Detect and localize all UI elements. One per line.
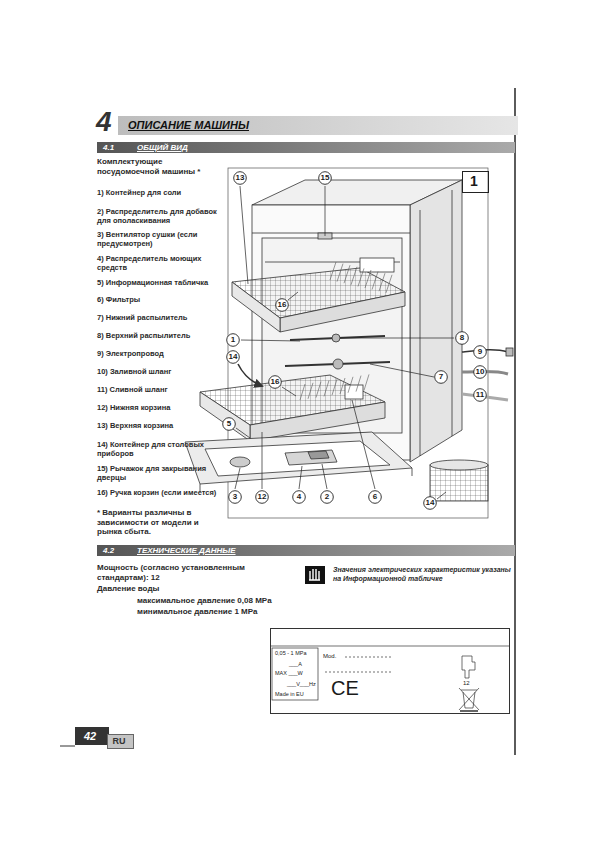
callout-number: 15	[318, 171, 332, 185]
callout-number: 10	[473, 365, 487, 379]
leader-lines	[235, 186, 454, 499]
spec-text: минимальное давление 1 MPa	[137, 607, 287, 617]
callout-number: 12	[255, 490, 269, 504]
parts-list-item: 1) Контейнер для соли	[97, 188, 219, 197]
callout-number: 16	[275, 298, 289, 312]
language-tab: RU	[107, 734, 134, 749]
section-number: 4	[96, 108, 112, 136]
section-heading-band: ОПИСАНИЕ МАШИНЫ	[118, 116, 518, 135]
callout-number: 3	[228, 490, 242, 504]
callout-number: 11	[473, 388, 487, 402]
node-text: 4.2	[103, 545, 114, 556]
rack-tines	[300, 262, 392, 400]
callout-number: 5	[222, 417, 236, 431]
callout-number: 11	[473, 388, 487, 402]
warning-hand-icon	[305, 566, 325, 584]
callout-number: 16	[268, 375, 282, 389]
list-heading: Комплектующие посудомоечной машины *	[97, 157, 209, 176]
parts-list-item: 6) Фильтры	[97, 295, 219, 304]
figure-number-box: 1	[462, 171, 489, 193]
parts-list-item: 12) Нижняя корзина	[97, 403, 219, 412]
callout-number: 8	[455, 331, 469, 345]
callout-number: 7	[434, 370, 448, 384]
callout-number: 13	[233, 171, 247, 185]
dishwasher-body	[185, 180, 513, 501]
rating-plate: 0,05 - 1 MPaMod. ___A MAX ___W ___V___HzMad…	[270, 628, 510, 714]
callout-number: 2	[320, 490, 334, 504]
node-text: ___V___Hz	[287, 681, 316, 687]
callout-number: 9	[473, 345, 487, 359]
node-text: Made in EU	[275, 691, 304, 697]
node-text: RU	[108, 735, 130, 748]
callout-number: 12	[255, 490, 269, 504]
callout-number: 16	[275, 298, 289, 312]
callout-number: 2	[320, 490, 334, 504]
callout-number: 8	[455, 331, 469, 345]
node-text: 12	[463, 680, 470, 687]
subsection-band: 4.2 ТЕХНИЧЕСКИЕ ДАННЫЕ	[97, 545, 515, 556]
page-rule	[60, 746, 75, 747]
callout-number: 14	[226, 350, 240, 364]
parts-list-item: 10) Заливной шланг	[97, 367, 219, 376]
parts-list-item: 11) Сливной шланг	[97, 385, 219, 394]
callout-number: 3	[228, 490, 242, 504]
parts-list-item: 13) Верхняя корзина	[97, 421, 219, 430]
callout-number: 6	[368, 490, 382, 504]
spec-text: Давление воды	[97, 584, 267, 594]
warning-hand-icon	[309, 569, 320, 580]
callout-number: 16	[268, 375, 282, 389]
node-text: MAX ___W	[275, 670, 303, 676]
parts-list-item: 2) Распределитель для добавок для ополас…	[97, 207, 219, 225]
node-text: ТЕХНИЧЕСКИЕ ДАННЫЕ	[137, 545, 236, 556]
callout-number: 9	[473, 345, 487, 359]
callout-number: 4	[292, 490, 306, 504]
callout-number: 15	[318, 171, 332, 185]
node-text: ОПИСАНИЕ МАШИНЫ	[128, 116, 249, 135]
callout-number: 1	[226, 333, 240, 347]
callout-number: 13	[233, 171, 247, 185]
parts-list-item: 16) Ручка корзин (если имеется)	[97, 488, 219, 497]
parts-list-item: 9) Электропровод	[97, 349, 219, 358]
spec-text: Мощность (согласно установленным стандар…	[97, 563, 267, 582]
node-text: 4.1	[103, 142, 114, 153]
callout-number: 5	[222, 417, 236, 431]
callout-number: 4	[292, 490, 306, 504]
callout-number: 14	[226, 350, 240, 364]
callout-number: 1	[226, 333, 240, 347]
node-text: ОБЩИЙ ВИД	[137, 142, 188, 153]
callout-number: 6	[368, 490, 382, 504]
node-text: ___A	[289, 661, 302, 667]
page-rail	[514, 88, 516, 755]
callout-number: 14	[423, 496, 437, 510]
node-text: CE	[331, 677, 359, 700]
node-text: 1	[463, 172, 485, 191]
parts-list-item: 7) Нижний распылитель	[97, 313, 219, 322]
parts-list-item: 14) Контейнер для столовых приборов	[97, 440, 219, 458]
callout-number: 7	[434, 370, 448, 384]
warning-note: Значения электрических характеристик ука…	[333, 566, 511, 583]
node-text: 0,05 - 1 MPa	[275, 650, 307, 656]
parts-list-item: 8) Верхний распылитель	[97, 331, 219, 340]
node-text: Mod.	[323, 653, 336, 660]
callout-number: 14	[423, 496, 437, 510]
spec-text: максимальное давление 0,08 MPa	[137, 596, 287, 606]
page-number-box: 42	[75, 727, 109, 745]
subsection-band: 4.1 ОБЩИЙ ВИД	[97, 142, 515, 153]
node-text: 42	[75, 727, 105, 745]
footnote: * Варианты различны в зависимости от мод…	[97, 508, 225, 537]
parts-list-item: 3) Вентилятор сушки (если предусмотрен)	[97, 230, 219, 248]
rating-plate-lines	[270, 646, 510, 711]
parts-list-item: 15) Рычажок для закрывания дверцы	[97, 464, 219, 482]
parts-list-item: 5) Информационная табличка	[97, 278, 219, 287]
parts-list-item: 4) Распределитель моющих средств	[97, 254, 219, 272]
callout-number: 10	[473, 365, 487, 379]
